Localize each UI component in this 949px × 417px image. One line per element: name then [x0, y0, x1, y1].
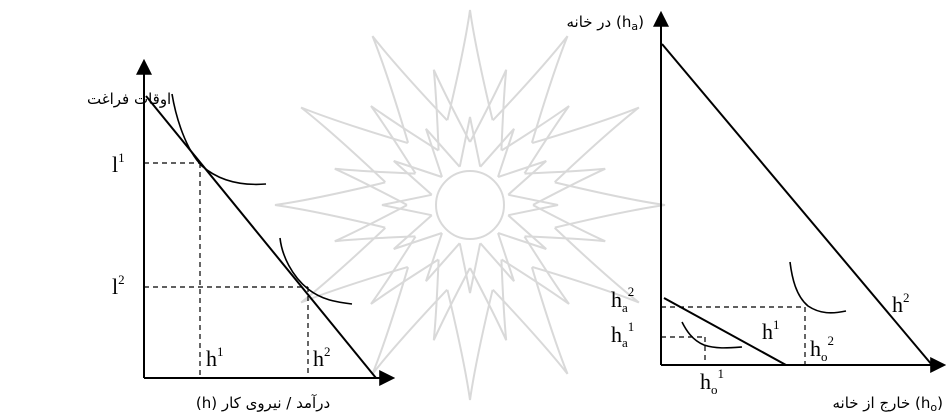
watermark-petal: [531, 106, 640, 183]
label-ho1: ho1: [700, 366, 724, 397]
watermark-petal: [524, 167, 606, 206]
watermark-petal: [300, 106, 409, 183]
right-indifference-curve-1: [681, 321, 743, 349]
left-indifference-curve-2: [279, 237, 353, 305]
watermark-petal: [446, 9, 494, 121]
watermark-petal: [371, 35, 448, 144]
watermark-petal: [554, 181, 666, 229]
watermark-petal: [274, 181, 386, 229]
right-budget-line-h1: [663, 297, 787, 366]
left-diagram: اوقات فراغت درآمد / نیروی کار (h) l1 l2 …: [87, 58, 396, 412]
label-ho2: ho2: [810, 333, 834, 364]
label-line-h1: h1: [762, 317, 780, 344]
right-indifference-curve-2: [789, 261, 847, 314]
watermark-petal: [497, 160, 547, 196]
label-h1: h1: [206, 344, 224, 371]
watermark-petal: [469, 69, 508, 151]
left-budget-line: [145, 95, 377, 379]
right-y-axis-title: در خانه (ha): [566, 13, 644, 33]
right-diagram: در خانه (ha) خارج از خانه (ho) ha2 ha1 h…: [566, 10, 947, 414]
watermark-petal: [381, 193, 432, 217]
watermark-petal: [497, 214, 547, 250]
watermark-petal: [492, 266, 569, 375]
watermark-petal: [370, 105, 439, 174]
watermark-petal: [458, 243, 482, 294]
label-ha1: ha1: [611, 319, 634, 350]
label-ha2: ha2: [611, 284, 634, 315]
label-line-h2: h2: [892, 290, 910, 317]
watermark-petal: [469, 259, 508, 341]
watermark-petal: [479, 232, 515, 282]
watermark-petal: [492, 35, 569, 144]
left-y-axis-title: اوقات فراغت: [87, 90, 171, 108]
watermark-petal: [446, 289, 494, 401]
left-x-axis-title: درآمد / نیروی کار (h): [196, 394, 330, 412]
watermark-petal: [501, 105, 570, 174]
watermark-petal: [300, 227, 409, 304]
right-budget-line-h2: [661, 43, 933, 366]
watermark-petal: [508, 193, 559, 217]
watermark-petal: [432, 259, 471, 341]
label-l2: l2: [112, 272, 125, 299]
label-h2: h2: [313, 344, 331, 371]
watermark-petal: [334, 204, 416, 243]
watermark-center: [435, 170, 505, 240]
watermark-petal: [458, 116, 482, 167]
watermark-petal: [393, 214, 443, 250]
watermark-petal: [334, 167, 416, 206]
watermark-petal: [425, 128, 461, 178]
watermark-petal: [370, 236, 439, 305]
right-x-axis-title: خارج از خانه (ho): [832, 394, 943, 414]
watermark-rosette-logo: [274, 9, 666, 401]
watermark-petal: [479, 128, 515, 178]
left-indifference-curve-1: [171, 93, 267, 186]
watermark-petal: [393, 160, 443, 196]
watermark-petal: [524, 204, 606, 243]
watermark-petal: [432, 69, 471, 151]
watermark-petal: [531, 227, 640, 304]
watermark-petal: [501, 236, 570, 305]
label-l1: l1: [112, 150, 125, 177]
watermark-petal: [425, 232, 461, 282]
